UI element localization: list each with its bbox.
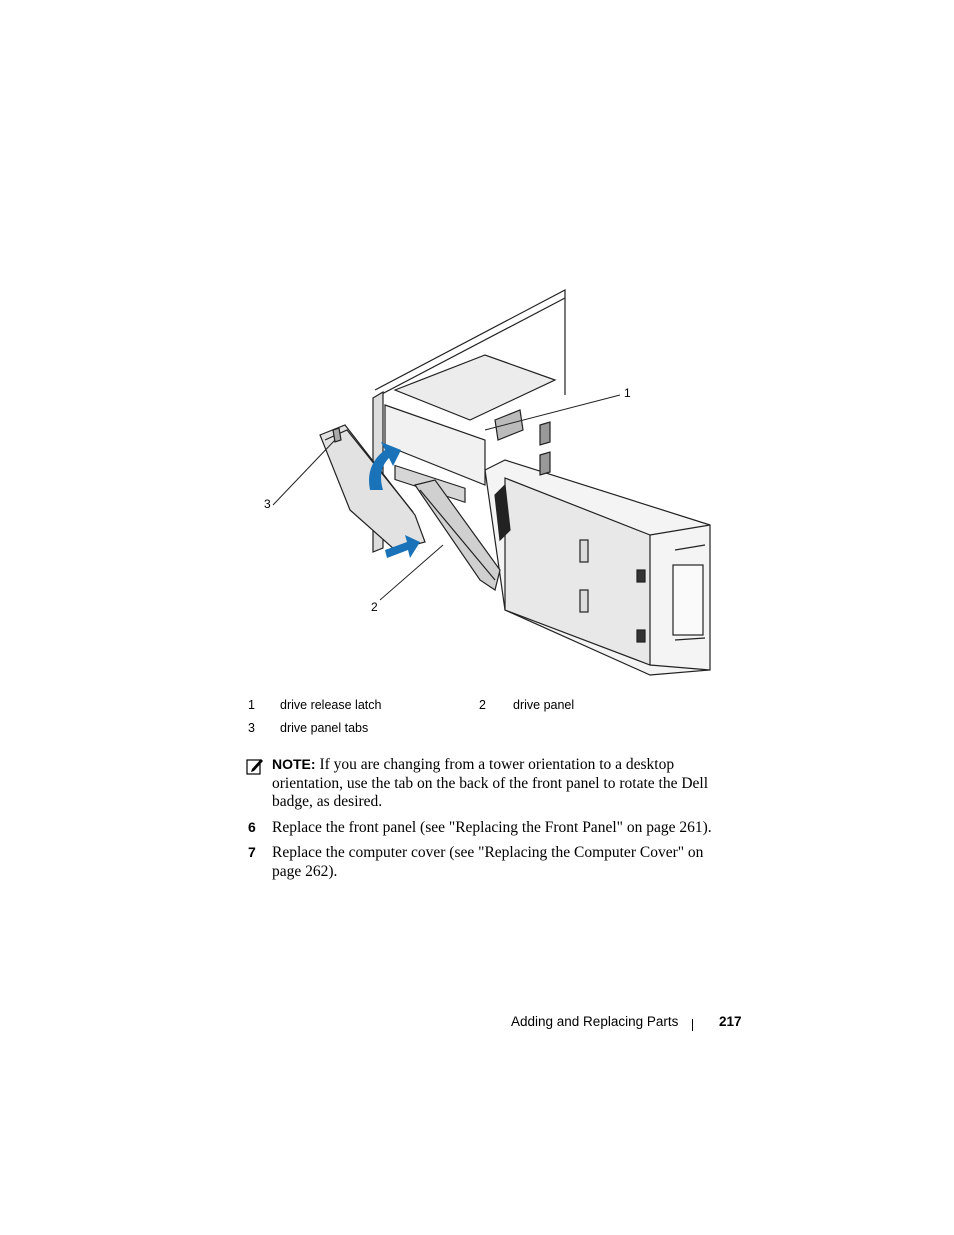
pencil-note-icon: [246, 759, 263, 775]
footer-section-title: Adding and Replacing Parts: [511, 1014, 679, 1029]
step-number: 6: [248, 819, 256, 835]
callout-1: 1: [624, 386, 631, 400]
callout-2: 2: [371, 600, 378, 614]
legend-num: 2: [479, 698, 486, 712]
step-number: 7: [248, 844, 256, 860]
page-number: 217: [719, 1014, 742, 1029]
step-text: Replace the computer cover (see "Replaci…: [272, 844, 704, 880]
callout-3: 3: [264, 497, 271, 511]
rotate-arrow-icon: [369, 442, 401, 490]
legend-num: 3: [248, 721, 255, 735]
push-arrow-icon: [385, 535, 420, 558]
legend-num: 1: [248, 698, 255, 712]
legend-text: drive release latch: [280, 698, 382, 712]
drive-panel-illustration: [272, 289, 711, 676]
step-text: Replace the front panel (see "Replacing …: [272, 819, 712, 836]
computer-drive-panel-figure: 1 2 3: [255, 280, 715, 680]
note-label: NOTE:: [272, 756, 316, 772]
note-body: If you are changing from a tower orienta…: [272, 756, 709, 810]
note-text: NOTE: If you are changing from a tower o…: [272, 755, 732, 812]
legend-text: drive panel tabs: [280, 721, 369, 735]
footer-separator: [692, 1019, 693, 1031]
legend-text: drive panel: [513, 698, 575, 712]
